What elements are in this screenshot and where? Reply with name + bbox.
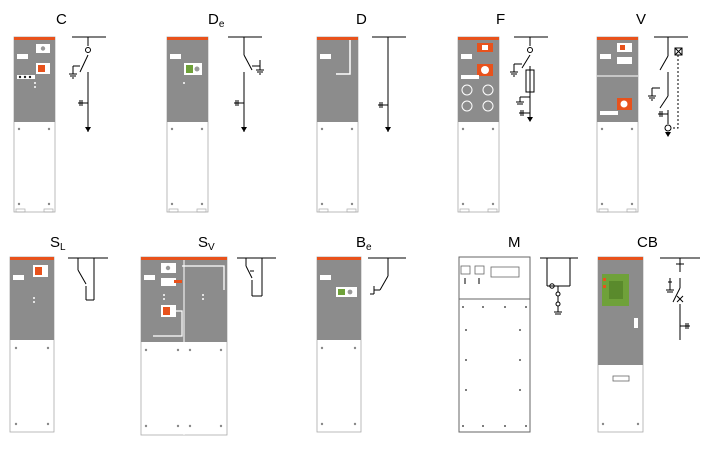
panel-c-schematic <box>69 36 106 132</box>
panel-m-cabinet <box>458 256 531 433</box>
panel-m-schematic <box>540 257 578 315</box>
label-sl: SL <box>50 234 66 253</box>
label-de: De <box>208 11 225 30</box>
panel-d-cabinet <box>316 36 359 213</box>
panel-f-schematic <box>510 36 548 120</box>
panel-sv-schematic <box>237 257 276 297</box>
panel-sl-schematic <box>68 257 108 301</box>
panel-cb-schematic <box>660 257 700 340</box>
panel-f-cabinet <box>457 36 500 213</box>
label-m: M <box>508 234 521 251</box>
label-d: D <box>356 11 367 28</box>
label-cb: CB <box>637 234 658 251</box>
panel-sl-cabinet <box>9 256 55 433</box>
label-sv: SV <box>198 234 215 253</box>
panel-be-schematic <box>368 257 406 295</box>
panel-de-schematic <box>228 36 264 132</box>
panel-v-cabinet <box>596 36 639 213</box>
panel-d-schematic <box>372 36 406 132</box>
panel-v-schematic <box>648 36 688 132</box>
panel-sv-cabinet <box>140 256 228 436</box>
label-v: V <box>636 11 646 28</box>
panel-de-cabinet <box>166 36 209 213</box>
label-f: F <box>496 11 505 28</box>
label-c: C <box>56 11 67 28</box>
label-be: Be <box>356 234 372 253</box>
panel-be-cabinet <box>316 256 362 433</box>
panel-c-cabinet <box>13 36 56 213</box>
panel-cb-cabinet <box>597 256 644 433</box>
